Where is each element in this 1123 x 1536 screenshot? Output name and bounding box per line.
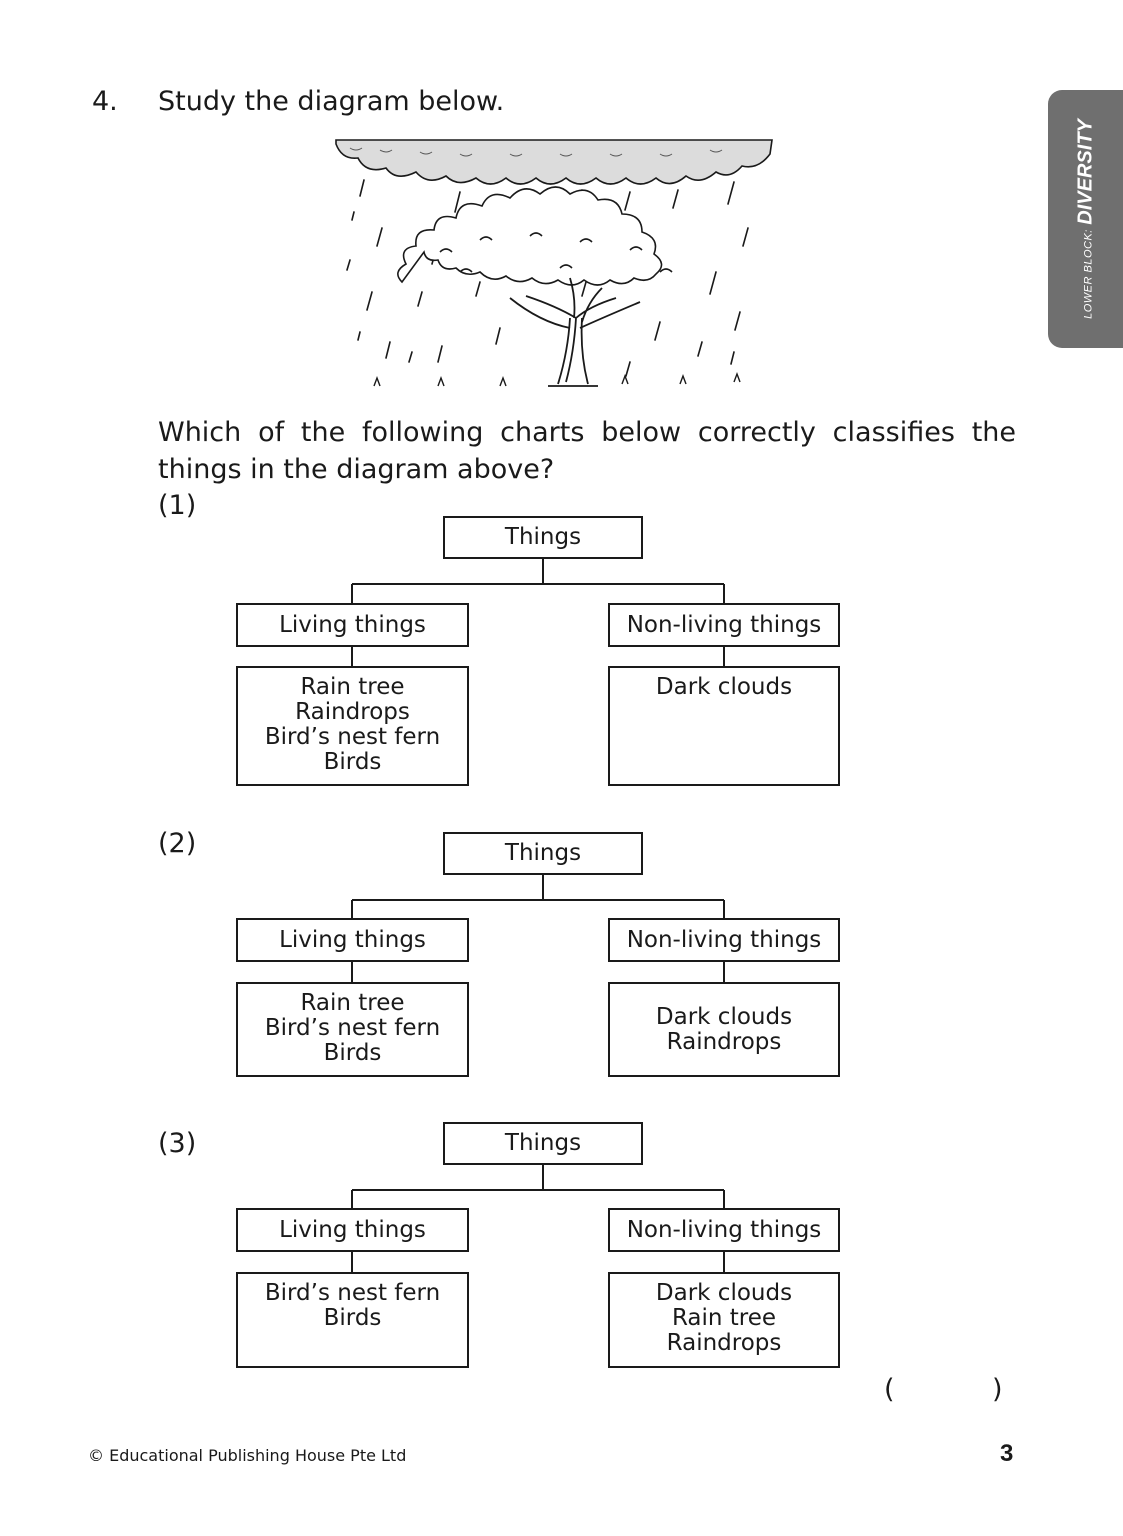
section-side-tab: LOWER BLOCK: DIVERSITY [1048,90,1123,348]
rain-tree-illustration [335,139,773,387]
option-2-label: (2) [158,828,197,859]
list-item: Birds [323,1305,382,1331]
copyright-footer: © Educational Publishing House Pte Ltd [88,1446,407,1465]
answer-bracket-close[interactable]: ) [992,1374,1003,1405]
list-item: Raindrops [666,1028,782,1055]
option-1-label: (1) [158,490,197,521]
answer-bracket-open[interactable]: ( [884,1374,895,1405]
list-item: Raindrops [295,699,410,725]
list-item: Birds [323,749,382,775]
option-1-root-box: Things [443,516,643,559]
list-item: Bird’s nest fern [264,724,441,750]
option-3-nonliving-items: Dark clouds Rain tree Raindrops [608,1272,840,1368]
option-2-root-box: Things [443,832,643,875]
option-2-nonliving-heading: Non-living things [608,918,840,962]
option-1-nonliving-items: Dark clouds [608,666,840,786]
dark-clouds-drawing [335,139,773,185]
list-item: Dark clouds [655,1003,793,1030]
list-item: Raindrops [666,1330,782,1356]
question-instruction: Study the diagram below. [158,86,505,117]
option-3-nonliving-heading: Non-living things [608,1208,840,1252]
list-item: Bird’s nest fern [264,1280,441,1306]
option-3-label: (3) [158,1128,197,1159]
list-item: Bird’s nest fern [264,1015,441,1041]
list-item: Birds [323,1040,382,1066]
grass-tufts-drawing [373,372,741,387]
list-item: Dark clouds [655,674,793,700]
list-item: Dark clouds [655,1280,793,1306]
list-item: Rain tree [671,1305,777,1331]
question-number: 4. [92,86,118,117]
option-1-nonliving-heading: Non-living things [608,603,840,647]
side-tab-section: DIVERSITY [1074,119,1097,225]
side-tab-prefix: LOWER BLOCK: [1082,229,1095,319]
option-3-living-items: Bird’s nest fern Birds [236,1272,469,1368]
list-item: Rain tree [300,674,405,700]
tree-canopy-drawing [397,186,673,286]
option-2-nonliving-items: Dark clouds Raindrops [608,982,840,1077]
list-item: Rain tree [300,990,405,1016]
tree-trunk-drawing [509,277,641,387]
question-prompt: Which of the following charts below corr… [158,417,1016,485]
page-number: 3 [1000,1440,1014,1467]
option-2-living-items: Rain tree Bird’s nest fern Birds [236,982,469,1077]
option-1-living-heading: Living things [236,603,469,647]
section-side-tab-label: LOWER BLOCK: DIVERSITY [1075,119,1098,319]
option-3-root-box: Things [443,1122,643,1165]
option-1-living-items: Rain tree Raindrops Bird’s nest fern Bir… [236,666,469,786]
option-3-living-heading: Living things [236,1208,469,1252]
option-2-living-heading: Living things [236,918,469,962]
